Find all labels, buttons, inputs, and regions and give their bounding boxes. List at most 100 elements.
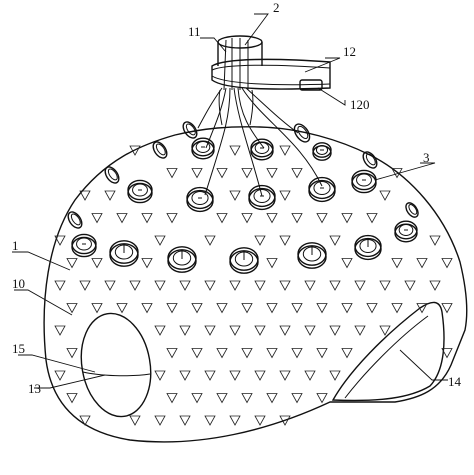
side-opening-inner — [344, 315, 429, 399]
electrode — [354, 234, 382, 261]
texture-triangle — [341, 213, 353, 224]
texture-triangle — [354, 280, 366, 291]
texture-triangle — [54, 325, 66, 336]
texture-triangle — [291, 348, 303, 359]
electrode — [71, 233, 97, 258]
texture-triangle — [291, 393, 303, 404]
texture-triangle — [429, 280, 441, 291]
texture-triangle — [129, 280, 141, 291]
texture-triangle — [291, 303, 303, 314]
texture-triangle — [104, 280, 116, 291]
texture-triangle — [266, 348, 278, 359]
texture-triangle — [91, 213, 103, 224]
texture-triangle — [391, 303, 403, 314]
texture-triangle — [341, 348, 353, 359]
texture-triangle — [229, 415, 241, 426]
texture-triangle — [179, 415, 191, 426]
texture-triangle — [166, 303, 178, 314]
texture-triangle — [79, 190, 91, 201]
texture-triangle — [341, 303, 353, 314]
electrode — [109, 240, 139, 267]
texture-triangle — [216, 168, 228, 179]
leader-lines — [12, 13, 448, 389]
texture-triangle — [404, 280, 416, 291]
texture-triangle — [229, 190, 241, 201]
texture-triangle — [341, 258, 353, 269]
texture-triangle — [416, 303, 428, 314]
side-opening — [331, 301, 445, 402]
texture-triangle — [254, 235, 266, 246]
texture-triangle — [154, 235, 166, 246]
texture-triangle — [316, 213, 328, 224]
texture-triangle — [179, 325, 191, 336]
texture-triangle — [229, 325, 241, 336]
electrode — [308, 176, 336, 203]
texture-triangle — [116, 213, 128, 224]
front-opening — [80, 312, 152, 418]
reference-labels: 11 2 12 120 3 1 10 15 13 14 — [12, 0, 462, 396]
texture-triangle — [366, 213, 378, 224]
texture-triangle — [304, 325, 316, 336]
texture-triangle — [154, 415, 166, 426]
texture-triangle — [79, 415, 91, 426]
texture-triangle — [291, 168, 303, 179]
texture-triangle — [241, 348, 253, 359]
electrode — [127, 179, 153, 204]
electrode — [104, 166, 120, 184]
texture-triangle — [279, 280, 291, 291]
electrode — [152, 141, 168, 159]
label-3: 3 — [423, 150, 430, 165]
texture-triangle — [266, 168, 278, 179]
texture-triangle — [54, 280, 66, 291]
label-11: 11 — [188, 24, 201, 39]
texture-triangle — [129, 415, 141, 426]
texture-triangle — [154, 280, 166, 291]
texture-triangle — [141, 213, 153, 224]
strap — [211, 58, 331, 90]
texture-triangle — [141, 303, 153, 314]
label-10: 10 — [12, 276, 25, 291]
electrode-layer — [67, 121, 419, 274]
texture-triangle — [291, 213, 303, 224]
electrode — [312, 142, 332, 161]
texture-triangle — [279, 190, 291, 201]
texture-triangle — [366, 303, 378, 314]
triangle-texture-layer — [54, 145, 453, 426]
texture-triangle — [66, 348, 78, 359]
texture-triangle — [204, 415, 216, 426]
texture-triangle — [191, 348, 203, 359]
texture-triangle — [79, 280, 91, 291]
texture-triangle — [204, 280, 216, 291]
texture-triangle — [254, 325, 266, 336]
electrode — [351, 169, 377, 194]
texture-triangle — [129, 145, 141, 156]
label-2: 2 — [273, 0, 280, 15]
texture-triangle — [104, 190, 116, 201]
texture-triangle — [304, 280, 316, 291]
texture-triangle — [229, 145, 241, 156]
opening-edge-strip — [82, 371, 151, 377]
wire-bundle — [218, 38, 254, 126]
texture-triangle — [379, 190, 391, 201]
texture-triangle — [216, 348, 228, 359]
electrode — [362, 151, 378, 169]
texture-triangle — [329, 235, 341, 246]
texture-triangle — [416, 258, 428, 269]
label-13: 13 — [28, 381, 41, 396]
texture-triangle — [316, 348, 328, 359]
texture-triangle — [216, 393, 228, 404]
texture-triangle — [191, 393, 203, 404]
texture-triangle — [116, 303, 128, 314]
electrode — [186, 186, 214, 213]
texture-triangle — [254, 280, 266, 291]
texture-triangle — [266, 393, 278, 404]
texture-triangle — [279, 325, 291, 336]
texture-triangle — [166, 168, 178, 179]
texture-triangle — [329, 325, 341, 336]
electrode — [248, 184, 276, 211]
texture-triangle — [266, 258, 278, 269]
texture-triangle — [441, 258, 453, 269]
texture-triangle — [179, 280, 191, 291]
